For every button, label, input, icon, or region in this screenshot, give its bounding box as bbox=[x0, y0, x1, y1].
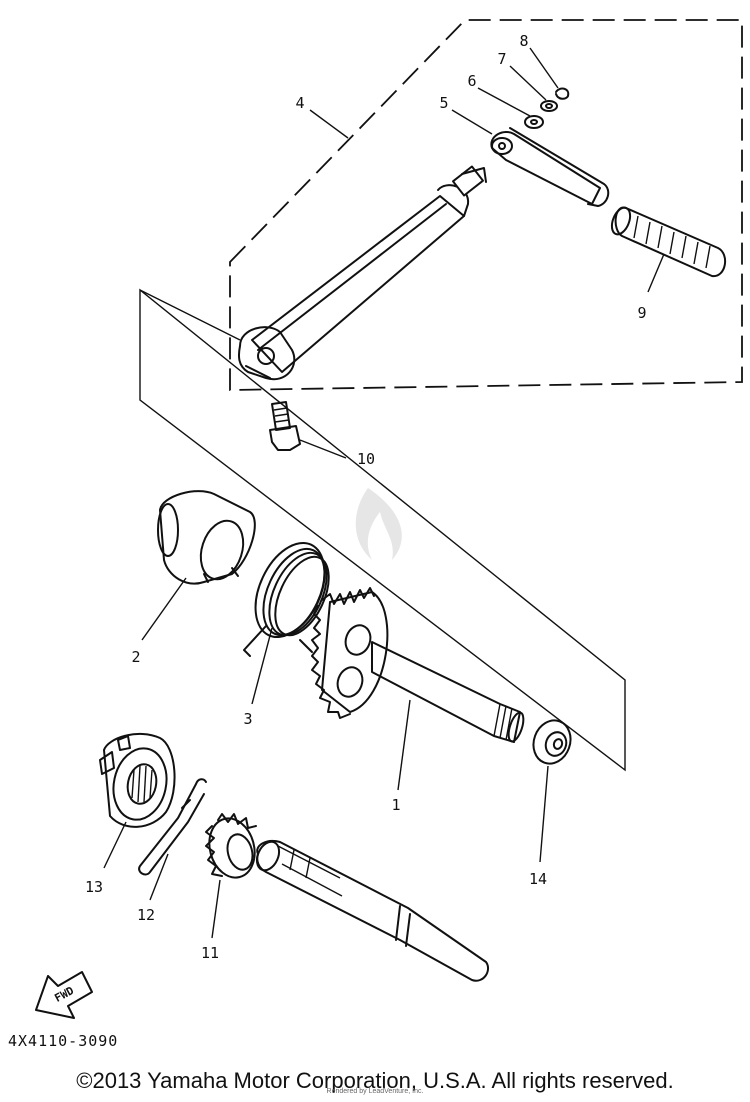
callouts: 4 5 6 7 8 9 10 2 3 1 14 13 12 11 bbox=[85, 32, 647, 962]
kick-arm-assembly-box bbox=[229, 19, 743, 391]
callout-7: 7 bbox=[497, 50, 506, 68]
callout-8: 8 bbox=[519, 32, 528, 50]
watermark bbox=[355, 488, 402, 560]
kick-shaft bbox=[311, 587, 525, 743]
fwd-label: FWD bbox=[52, 984, 76, 1005]
kick-pedal-arm bbox=[490, 127, 610, 207]
bolt-10 bbox=[269, 401, 301, 451]
leader-lines bbox=[103, 47, 665, 939]
callout-11: 11 bbox=[201, 944, 219, 962]
main-axle bbox=[255, 840, 490, 982]
callout-12: 12 bbox=[137, 906, 155, 924]
callout-9: 9 bbox=[637, 304, 646, 322]
callout-3: 3 bbox=[243, 710, 252, 728]
callout-1: 1 bbox=[391, 796, 400, 814]
pedal-grip bbox=[610, 206, 727, 278]
fwd-arrow-icon: FWD bbox=[35, 971, 93, 1019]
reference-code: 4X4110-3090 bbox=[8, 1032, 119, 1050]
nut-7 bbox=[540, 100, 558, 112]
callout-10: 10 bbox=[357, 450, 375, 468]
copyright-notice: ©2013 Yamaha Motor Corporation, U.S.A. A… bbox=[76, 1068, 674, 1093]
shaft-washer-14 bbox=[532, 719, 572, 765]
callout-5: 5 bbox=[439, 94, 448, 112]
washer-6 bbox=[524, 115, 544, 129]
kick-crank-arm bbox=[238, 165, 487, 381]
callout-6: 6 bbox=[467, 72, 476, 90]
torsion-spring bbox=[243, 541, 330, 657]
clip-8 bbox=[555, 87, 570, 100]
wire-clip bbox=[138, 778, 207, 876]
callout-14: 14 bbox=[529, 870, 547, 888]
alignment-outline bbox=[139, 288, 626, 772]
rendered-by-note: Rendered by LeadVenture, Inc. bbox=[326, 1088, 424, 1095]
pinion-gear bbox=[205, 813, 257, 879]
callout-2: 2 bbox=[131, 648, 140, 666]
ratchet bbox=[99, 733, 176, 828]
callout-13: 13 bbox=[85, 878, 103, 896]
callout-4: 4 bbox=[295, 94, 304, 112]
spring-cover bbox=[157, 490, 256, 585]
